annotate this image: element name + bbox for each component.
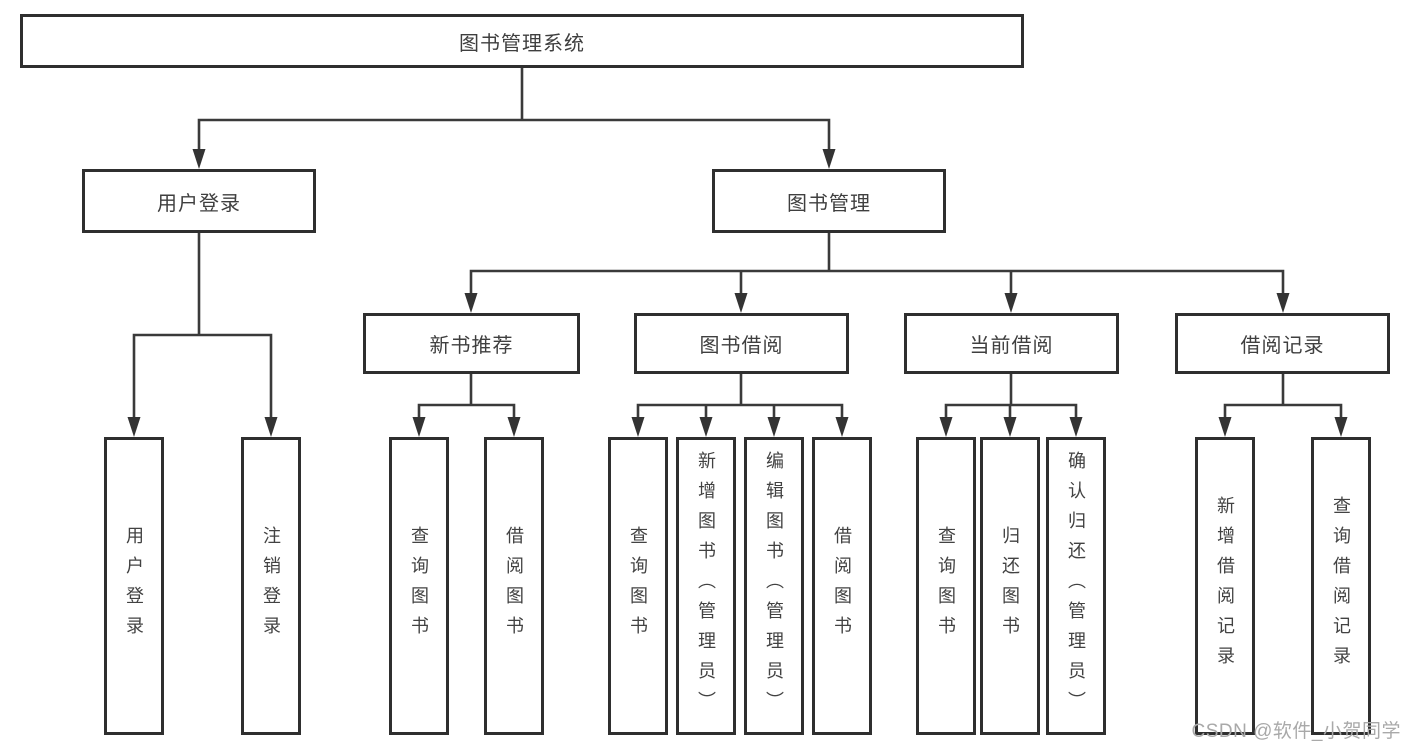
leaf-borrow-books: 借阅图书 <box>812 437 872 735</box>
leaf-query-books-current: 查询图书 <box>916 437 976 735</box>
leaf-label: 确认归还（管理员） <box>1066 451 1086 721</box>
leaf-label: 用户登录 <box>124 526 144 646</box>
leaf-add-books-admin: 新增图书（管理员） <box>676 437 736 735</box>
connector-root-to-level2 <box>197 66 831 157</box>
connector-records-to-leaves <box>1223 372 1343 424</box>
node-library-management-system: 图书管理系统 <box>20 14 1024 68</box>
node-borrowing-records: 借阅记录 <box>1175 313 1390 374</box>
leaf-query-books-borrowing: 查询图书 <box>608 437 668 735</box>
leaf-label: 查询图书 <box>628 526 648 646</box>
connector-borrowing-to-leaves <box>636 372 844 424</box>
leaf-logout: 注销登录 <box>241 437 301 735</box>
leaf-label: 注销登录 <box>261 526 281 646</box>
connector-userlogin-to-leaves <box>132 231 273 424</box>
leaf-return-books: 归还图书 <box>980 437 1040 735</box>
node-label: 图书管理系统 <box>459 32 585 55</box>
connector-newbook-to-leaves <box>417 372 516 424</box>
leaf-label: 查询图书 <box>936 526 956 646</box>
leaf-query-books-recommend: 查询图书 <box>389 437 449 735</box>
leaf-user-login: 用户登录 <box>104 437 164 735</box>
leaf-confirm-return-admin: 确认归还（管理员） <box>1046 437 1106 735</box>
node-book-management: 图书管理 <box>712 169 946 233</box>
leaf-label: 查询借阅记录 <box>1331 496 1351 676</box>
node-book-borrowing: 图书借阅 <box>634 313 849 374</box>
node-label: 当前借阅 <box>969 335 1054 357</box>
connector-current-to-leaves <box>944 372 1078 424</box>
leaf-label: 归还图书 <box>1000 526 1020 646</box>
leaf-label: 借阅图书 <box>832 526 852 646</box>
node-label: 图书借阅 <box>699 335 784 357</box>
node-label: 用户登录 <box>157 192 241 215</box>
leaf-edit-books-admin: 编辑图书（管理员） <box>744 437 804 735</box>
leaf-label: 借阅图书 <box>504 526 524 646</box>
node-current-borrowing: 当前借阅 <box>904 313 1119 374</box>
node-label: 借阅记录 <box>1240 335 1325 357</box>
connector-bookmgmt-to-level3 <box>469 231 1285 301</box>
node-label: 图书管理 <box>787 192 871 215</box>
node-label: 新书推荐 <box>429 335 514 357</box>
csdn-watermark: CSDN @软件_小贺同学 <box>1191 721 1401 742</box>
node-new-book-recommendation: 新书推荐 <box>363 313 580 374</box>
leaf-borrow-books-recommend: 借阅图书 <box>484 437 544 735</box>
leaf-add-borrow-record: 新增借阅记录 <box>1195 437 1255 735</box>
leaf-label: 查询图书 <box>409 526 429 646</box>
leaf-label: 新增图书（管理员） <box>696 451 716 721</box>
leaf-query-borrow-record: 查询借阅记录 <box>1311 437 1371 735</box>
leaf-label: 新增借阅记录 <box>1215 496 1235 676</box>
node-user-login: 用户登录 <box>82 169 316 233</box>
leaf-label: 编辑图书（管理员） <box>764 451 784 721</box>
